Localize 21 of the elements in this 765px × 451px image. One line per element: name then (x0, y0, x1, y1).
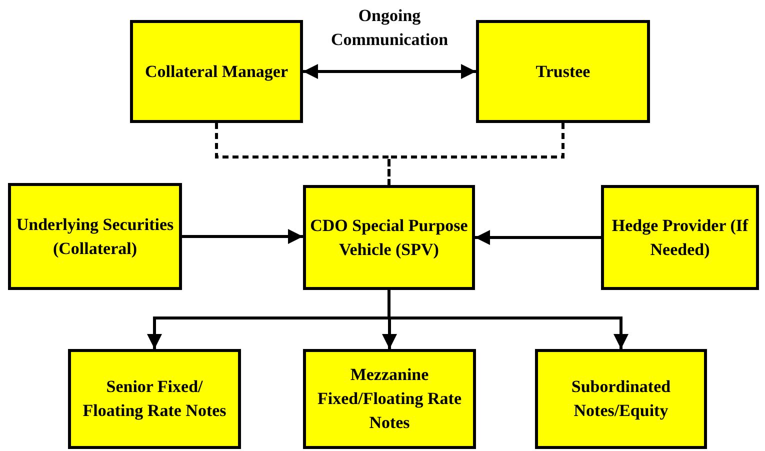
box-label: Hedge Provider (If Needed) (610, 214, 750, 260)
arrow (388, 290, 628, 349)
process-box (130, 20, 303, 123)
process-box (601, 185, 759, 290)
process-box (68, 349, 241, 449)
process-box (303, 185, 475, 290)
process-box (303, 349, 476, 449)
box-label: Mezzanine Fixed/Floating Rate Notes (316, 364, 462, 434)
box-label: Underlying Securities (Collateral) (15, 214, 175, 260)
dashed-connector (388, 123, 564, 185)
arrow (182, 229, 303, 244)
box-label: CDO Special Purpose Vehicle (SPV) (310, 214, 468, 260)
process-box (535, 349, 707, 449)
arrow (303, 64, 476, 79)
box-label: Trustee (536, 60, 590, 82)
box-label: Senior Fixed/ Floating Rate Notes (82, 376, 228, 422)
process-box (476, 20, 650, 123)
process-box (8, 183, 182, 290)
arrow (475, 230, 601, 245)
box-label: Subordinated Notes/Equity (570, 376, 672, 422)
box-label: Collateral Manager (144, 60, 288, 83)
